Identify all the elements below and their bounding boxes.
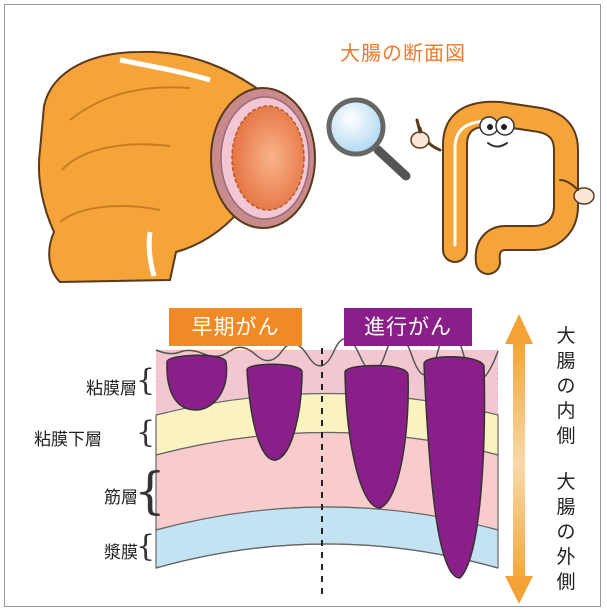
brace-mucosa: { — [136, 366, 155, 396]
inner-char: 腸 — [554, 349, 578, 374]
intestine-tube-illustration — [39, 52, 315, 282]
outer-char: 側 — [554, 570, 578, 595]
diagram-title: 大腸の断面図 — [340, 37, 466, 66]
inner-char: 大 — [554, 324, 578, 349]
label-submucosa: 粘膜下層 — [34, 425, 102, 450]
outer-char: 大 — [554, 470, 578, 495]
outer-char: 外 — [554, 545, 578, 570]
advanced-cancer-badge: 進行がん — [344, 308, 472, 346]
outer-char: の — [554, 520, 578, 545]
label-muscle: 筋層 — [104, 483, 138, 508]
label-serosa: 漿膜 — [104, 538, 138, 563]
inner-char: 内 — [554, 399, 578, 424]
inner-outer-arrow — [505, 314, 533, 604]
brace-serosa: { — [136, 532, 155, 562]
brace-submucosa: { — [136, 418, 155, 448]
colon-character-illustration — [411, 114, 594, 262]
inner-char: 側 — [554, 424, 578, 449]
inner-char: の — [554, 374, 578, 399]
outer-char: 腸 — [554, 495, 578, 520]
magnifier-icon — [329, 100, 406, 176]
outer-side-label: 大 腸 の 外 側 — [554, 470, 578, 595]
brace-muscle: { — [134, 466, 166, 516]
inner-side-label: 大 腸 の 内 側 — [554, 324, 578, 449]
label-mucosa: 粘膜層 — [86, 374, 137, 399]
cross-section-diagram — [156, 330, 498, 600]
early-cancer-badge: 早期がん — [169, 308, 302, 346]
